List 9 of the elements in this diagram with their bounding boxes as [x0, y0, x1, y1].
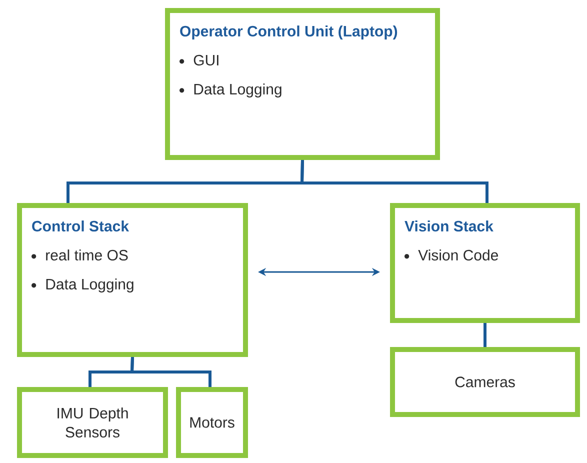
connector-line — [484, 323, 486, 347]
component-box: Motors — [176, 387, 248, 458]
connector-line — [130, 356, 212, 387]
connector-line — [300, 160, 488, 203]
component-box: IMU Depth Sensors — [17, 387, 168, 458]
stack-box: Operator Control Unit (Laptop) GUI Data Logging — [165, 8, 440, 160]
component-box: Cameras — [390, 347, 580, 417]
stack-box: Vision Stack Vision Code — [390, 203, 580, 323]
stack-box: Control Stack real time OS Data Logging — [17, 203, 248, 357]
